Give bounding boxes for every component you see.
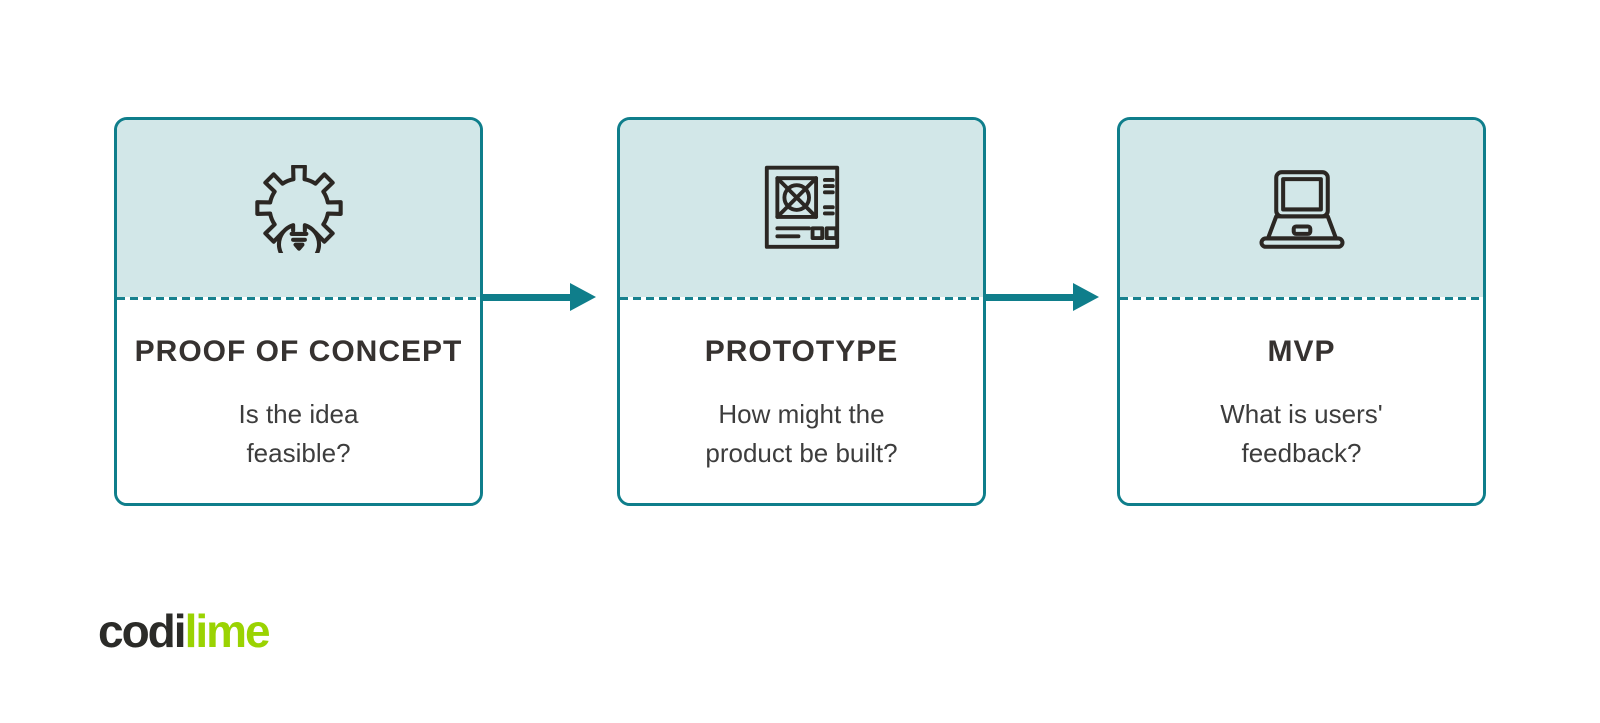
stage-card-mvp: MVP What is users' feedback? — [1117, 117, 1486, 506]
laptop-icon — [1256, 166, 1348, 252]
stage-card-prototype: PROTOTYPE How might the product be built… — [617, 117, 986, 506]
stage-question-line2: feasible? — [246, 438, 351, 468]
stage-question-line1: How might the — [718, 399, 885, 429]
stage-question: What is users' feedback? — [1120, 395, 1483, 473]
codilime-logo: codilime — [98, 605, 271, 657]
dashed-divider — [1120, 297, 1483, 300]
dashed-divider — [620, 297, 983, 300]
stage-title: PROOF OF CONCEPT — [134, 335, 463, 368]
card-icon-section — [117, 120, 480, 297]
card-text-section: PROTOTYPE How might the product be built… — [620, 300, 983, 503]
blueprint-icon — [758, 163, 846, 255]
card-text-section: MVP What is users' feedback? — [1120, 300, 1483, 503]
arrow-shaft — [481, 294, 572, 301]
stage-question-line1: What is users' — [1220, 399, 1383, 429]
logo-text-codi: codi — [98, 605, 187, 657]
stage-title: MVP — [1267, 335, 1336, 368]
stage-question-line2: feedback? — [1241, 438, 1362, 468]
dashed-divider — [117, 297, 480, 300]
card-icon-section — [1120, 120, 1483, 297]
stage-question-line2: product be built? — [705, 438, 898, 468]
stage-card-proof-of-concept: PROOF OF CONCEPT Is the idea feasible? — [114, 117, 483, 506]
arrow-head-icon — [1073, 283, 1099, 311]
stage-question-line1: Is the idea — [238, 399, 359, 429]
stage-question: How might the product be built? — [620, 395, 983, 473]
logo-text-lime: lime — [184, 605, 271, 657]
stage-title: PROTOTYPE — [704, 335, 899, 368]
arrow-head-icon — [570, 283, 596, 311]
card-icon-section — [620, 120, 983, 297]
stage-question: Is the idea feasible? — [117, 395, 480, 473]
card-text-section: PROOF OF CONCEPT Is the idea feasible? — [117, 300, 480, 503]
arrow-shaft — [984, 294, 1075, 301]
gear-lightbulb-icon — [250, 164, 348, 253]
